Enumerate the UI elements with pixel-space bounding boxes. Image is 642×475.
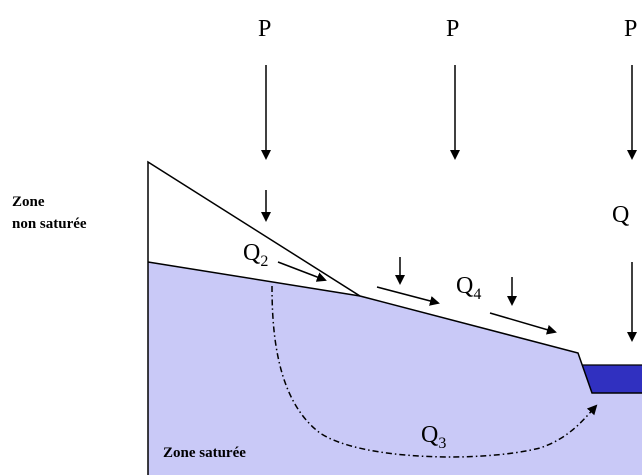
q2-label-subscript: 2 xyxy=(260,253,268,270)
q2-label: Q2 xyxy=(243,240,268,270)
unsaturated-zone-label-line1: Zone xyxy=(12,194,45,210)
precipitation-label-middle: P xyxy=(446,16,459,42)
q3-label-base: Q xyxy=(421,422,438,448)
q2-label-base: Q xyxy=(243,240,260,266)
q4-label-base: Q xyxy=(456,273,473,299)
q4-flow-arrow-lower xyxy=(489,312,557,335)
q4-label: Q4 xyxy=(456,273,481,303)
q-right-label-base: Q xyxy=(612,202,629,228)
q3-groundwater-flow-path xyxy=(271,285,598,458)
precipitation-label-left: P xyxy=(258,16,271,42)
water-body xyxy=(582,365,642,393)
saturated-zone xyxy=(148,262,642,475)
q4-flow-arrow-upper xyxy=(376,286,440,306)
q3-label-subscript: 3 xyxy=(438,435,446,452)
water-table-line xyxy=(147,261,361,297)
ground-surface-line xyxy=(147,160,642,475)
q3-label: Q3 xyxy=(421,422,446,452)
unsaturated-zone-label-line2: non saturée xyxy=(12,216,87,232)
q4-label-subscript: 4 xyxy=(473,286,481,303)
unsaturated-zone-label: Zone non saturée xyxy=(12,194,87,232)
q2-flow-arrow xyxy=(277,261,327,282)
precipitation-label-right: P xyxy=(624,16,637,42)
q-right-label: Q xyxy=(612,202,629,228)
saturated-zone-label: Zone saturée xyxy=(163,445,246,461)
